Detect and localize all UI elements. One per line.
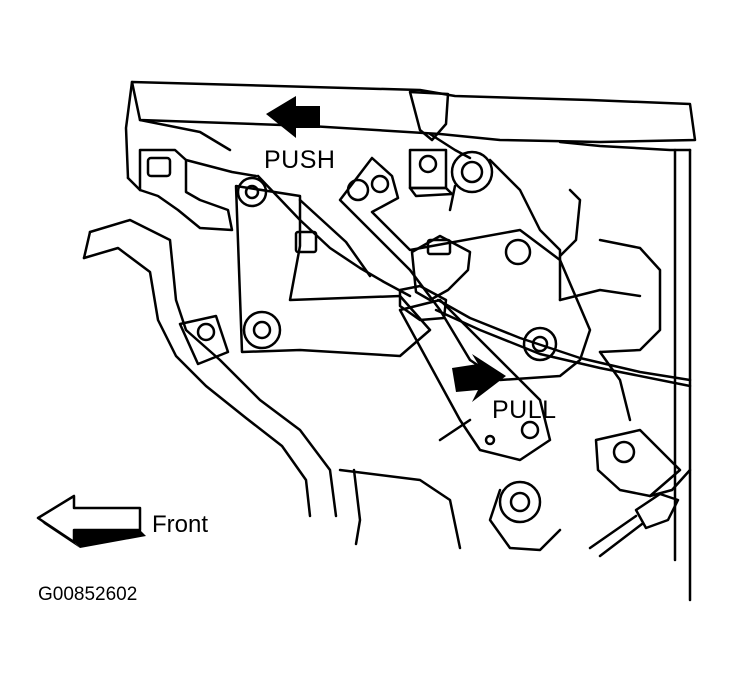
left-hinge-frame xyxy=(82,218,338,518)
pull-label: PULL xyxy=(492,396,557,424)
push-label: PUSH xyxy=(264,146,335,174)
cable-bracket xyxy=(408,90,454,198)
front-label: Front xyxy=(152,511,208,538)
front-arrow-icon xyxy=(36,494,146,548)
lower-right-tab xyxy=(588,428,692,558)
right-panel xyxy=(558,188,662,422)
ring-bosses xyxy=(448,150,562,552)
push-arrow-icon xyxy=(266,96,320,138)
actuator-arm xyxy=(338,156,592,382)
lower-plate xyxy=(338,418,472,550)
pull-arrow-icon xyxy=(452,354,506,402)
release-cable xyxy=(256,174,692,388)
left-latch xyxy=(126,148,258,232)
lever-plate xyxy=(234,176,432,358)
cable-clip xyxy=(398,234,472,322)
figure-id: G00852602 xyxy=(38,584,137,605)
